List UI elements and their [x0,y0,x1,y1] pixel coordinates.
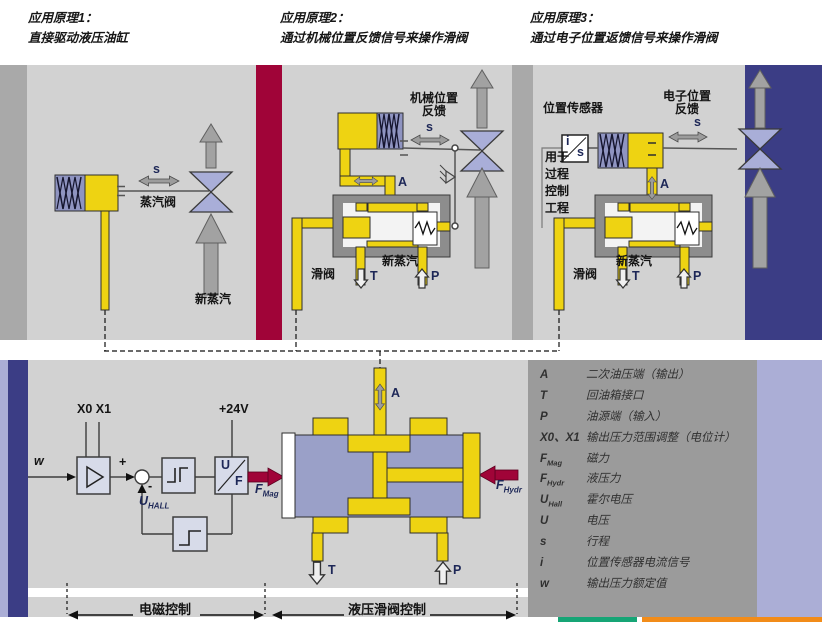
bracket-right-label: 液压滑阀控制 [348,602,427,617]
u-hall-symbol: U [139,494,149,508]
principle2-title: 应用原理2： [280,11,350,25]
u-hall-label: UHALL [139,494,170,511]
principle1-subtitle: 直接驱动液压油缸 [28,31,129,45]
panel3-port-p-label: P [693,269,702,283]
panel3-port-a-label: A [660,177,670,191]
process-line4: 工程 [545,201,570,215]
setpoint-w-label: w [34,454,44,468]
f-mag-subscript: Mag [262,489,279,499]
principle3-subtitle: 通过电子位置返馈信号来操作滑阀 [530,31,718,45]
uf-f-label: F [235,474,243,488]
panel3-feedback-label: 电子位置 反馈 [663,89,712,117]
process-line1: 用于 [545,150,570,164]
panel1-left-strip [0,65,27,340]
panel2-port-p-label: P [431,269,440,283]
indigo-right-strip [745,65,822,340]
principle1-title: 应用原理1： [28,11,98,25]
header-principle1: 应用原理1： 直接驱动液压油缸 [28,8,128,48]
footer-strip [0,617,822,622]
panel3-feedback-line1: 电子位置 [663,89,712,103]
bracket-left-label: 电磁控制 [139,602,192,617]
panel3-spool-label: 滑阀 [573,267,598,281]
panel3-port-t-label: T [632,269,640,283]
lavender-left-sliver [0,360,8,617]
lavender-right-strip [757,360,822,617]
panel1-steam-valve-label: 蒸汽阀 [140,195,177,209]
panel3-fresh-steam-label: 新蒸汽 [616,254,653,268]
principle3-title: 应用原理3： [530,11,600,25]
header-principle3: 应用原理3： 通过电子位置返馈信号来操作滑阀 [530,8,718,48]
valve-port-p-label: P [453,563,462,577]
plus-sign: + [119,455,127,469]
panel1-stroke-label: s [153,162,160,176]
f-hydr-subscript: Hydr [503,485,522,495]
uf-u-label: U [221,458,231,472]
panel2-spool-label: 滑阀 [311,267,336,281]
panel2-feedback-line1: 机械位置 [410,91,459,105]
header-principle2: 应用原理2： 通过机械位置反馈信号来操作滑阀 [280,8,468,48]
sensor-i-label: i [566,134,570,148]
panel2-feedback-label: 机械位置 反馈 [410,91,459,119]
process-line3: 控制 [545,184,570,198]
principle2-subtitle: 通过机械位置反馈信号来操作滑阀 [280,31,468,45]
f-mag-symbol: F [255,482,263,496]
panel1-fresh-steam-label: 新蒸汽 [195,292,232,306]
supply-24v-label: +24V [219,402,249,416]
panel2-port-t-label: T [370,269,378,283]
red-divider-strip [256,65,282,340]
f-mag-label: FMag [255,482,279,499]
gray-divider-strip [512,65,533,340]
panel3-process-label: 用于 过程 控制 工程 [545,149,569,217]
panel2-stroke-label: s [426,120,433,134]
footer-orange-bar [642,617,822,622]
panel3-feedback-line2: 反馈 [675,102,700,117]
indigo-left-strip [8,360,28,617]
valve-port-a-label: A [391,386,401,400]
panel2-feedback-line2: 反馈 [422,104,447,119]
panel2-fresh-steam-label: 新蒸汽 [382,254,419,268]
bracket-gap [28,588,528,597]
f-hydr-label: FHydr [496,478,522,495]
legend-panel [528,360,757,617]
footer-green-bar [558,617,637,622]
bottom-band [0,360,822,617]
valve-port-t-label: T [328,563,336,577]
panel3-stroke-label: s [694,115,701,129]
sensor-s-label: s [577,145,584,159]
f-hydr-symbol: F [496,478,504,492]
x0-x1-label: X0 X1 [77,402,112,416]
minus-sign: - [148,479,153,493]
u-hall-subscript: HALL [148,501,170,511]
process-line2: 过程 [545,167,570,181]
panel3-sensor-label: 位置传感器 [543,101,604,115]
panel2-port-a-label: A [398,175,408,189]
